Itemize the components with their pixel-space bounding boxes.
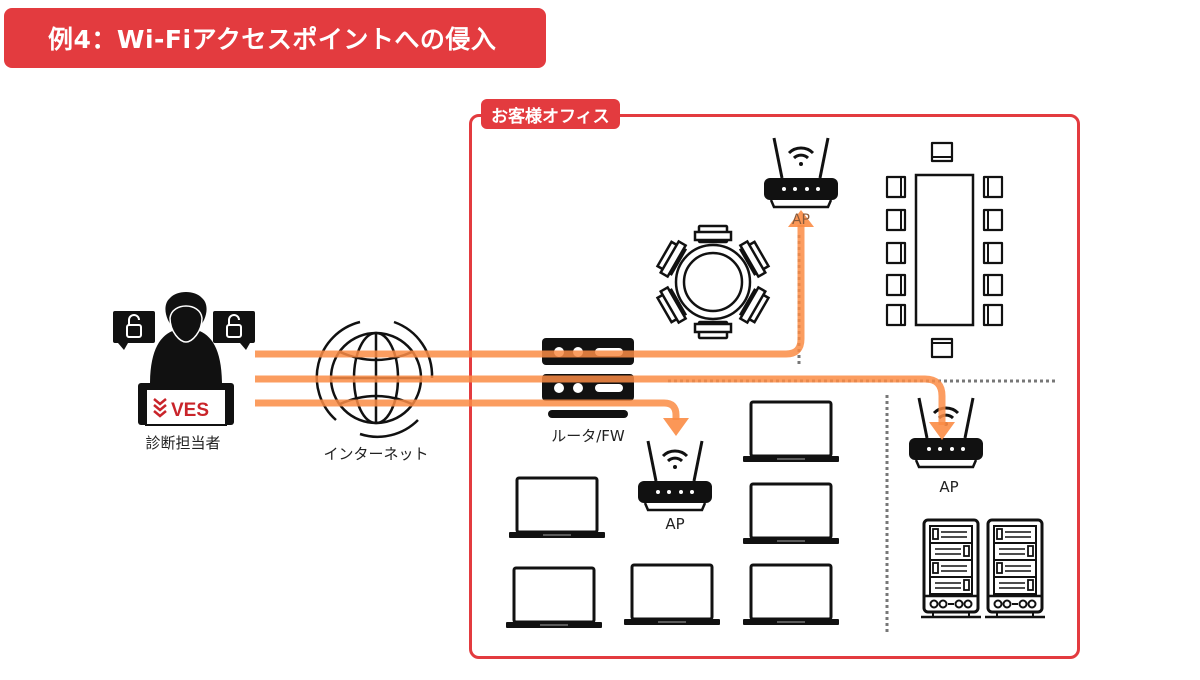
server-rack-icon bbox=[919, 518, 983, 619]
office-label: お客様オフィス bbox=[481, 99, 620, 129]
access-point-icon bbox=[762, 136, 840, 209]
ap-label: AP bbox=[791, 212, 811, 228]
ves-logo: VES bbox=[153, 398, 209, 421]
laptop-icon bbox=[504, 566, 604, 630]
arrowhead-icon bbox=[663, 418, 689, 436]
laptop-icon bbox=[741, 400, 841, 464]
server-rack-icon bbox=[983, 518, 1047, 619]
router-label: ルータ/FW bbox=[551, 427, 625, 445]
arrowhead-icon bbox=[788, 210, 814, 227]
long-meeting-table-icon bbox=[885, 141, 1004, 359]
attack-path-arrowheads bbox=[663, 210, 955, 440]
arrowhead-icon bbox=[929, 422, 955, 440]
ap-label: AP bbox=[665, 515, 685, 533]
ves-logo-text: VES bbox=[171, 400, 209, 421]
laptop-icon bbox=[741, 482, 841, 546]
laptop-icon bbox=[622, 563, 722, 627]
attack-path-office-ap bbox=[255, 399, 680, 420]
ap-label: AP bbox=[939, 478, 959, 496]
access-point-icon bbox=[636, 439, 714, 512]
page-title: 例4：Wi-Fiアクセスポイントへの侵入 bbox=[48, 25, 497, 54]
office-boundary bbox=[469, 114, 1080, 659]
laptop-icon bbox=[507, 476, 607, 540]
attacker-label: 診断担当者 bbox=[145, 434, 221, 452]
internet-label: インターネット bbox=[323, 445, 429, 463]
round-meeting-table-icon bbox=[655, 224, 771, 340]
attack-path-server-ap bbox=[255, 375, 946, 425]
title-banner: 例4：Wi-Fiアクセスポイントへの侵入 bbox=[4, 8, 546, 68]
attack-paths bbox=[255, 225, 946, 425]
unlock-icon bbox=[213, 311, 255, 350]
laptop-icon bbox=[741, 563, 841, 627]
unlock-icon bbox=[113, 311, 155, 350]
attack-path-meeting-ap bbox=[255, 225, 805, 358]
attacker-icon bbox=[138, 292, 234, 426]
